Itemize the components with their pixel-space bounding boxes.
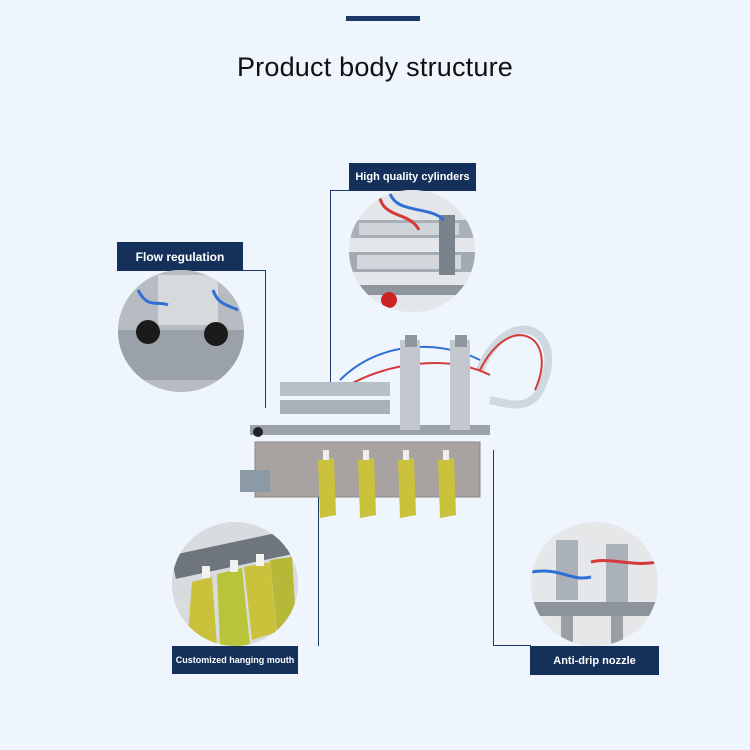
label-high-quality-cylinders: High quality cylinders xyxy=(349,163,476,191)
cylinders-detail-photo xyxy=(349,190,475,312)
flow-regulation-detail-photo xyxy=(118,270,244,392)
anti-drip-nozzle-detail-photo xyxy=(531,522,658,646)
label-anti-drip-nozzle: Anti-drip nozzle xyxy=(530,646,659,675)
connector-line xyxy=(330,190,350,191)
label-flow-regulation: Flow regulation xyxy=(117,242,243,271)
connector-line xyxy=(493,645,531,646)
title-accent-bar xyxy=(346,16,420,21)
connector-line xyxy=(243,270,265,271)
connector-line xyxy=(493,450,494,646)
filling-machine-photo xyxy=(240,300,560,530)
page-title: Product body structure xyxy=(236,52,514,82)
connector-line xyxy=(318,480,319,646)
label-customized-hanging-mouth: Customized hanging mouth xyxy=(172,646,298,674)
connector-line xyxy=(265,270,266,408)
connector-line xyxy=(330,190,331,390)
hanging-mouth-detail-photo xyxy=(172,522,298,646)
